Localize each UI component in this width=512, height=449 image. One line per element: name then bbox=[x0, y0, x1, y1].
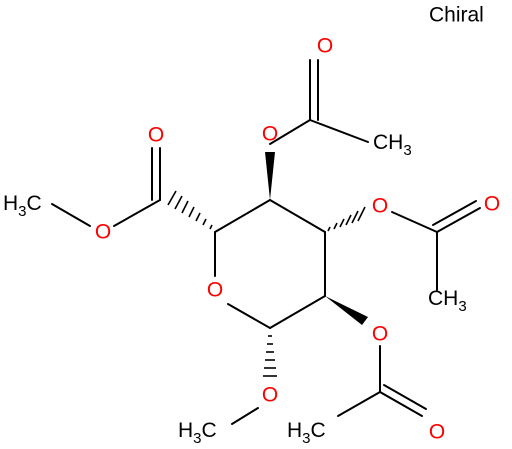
ester-single-oxygen: O bbox=[95, 221, 111, 244]
ring-oxygen: O bbox=[207, 279, 223, 302]
acetyl-top-methyl-label: CH3 bbox=[373, 131, 412, 159]
bond-acyl-top-ch3 bbox=[309, 119, 369, 143]
acetyl-mid-oxygen: O bbox=[484, 193, 500, 216]
atom-labels: O O O O O O O O O O H3C H3C CH3 CH3 H3C bbox=[3, 35, 500, 448]
hash-c1-o bbox=[263, 335, 277, 377]
bond-acyl-mid-co-a bbox=[436, 207, 481, 233]
bond-c4-c3 bbox=[269, 199, 326, 233]
acetyl-bottom-methyl-label: H3C bbox=[287, 419, 326, 447]
stereo-bonds bbox=[167, 152, 368, 377]
bond-o4-acyl bbox=[269, 119, 311, 145]
acetyl-mid-methyl-label: CH3 bbox=[428, 287, 467, 315]
bond-c2-c1 bbox=[269, 295, 326, 329]
bond-acyl-bottom-ch3 bbox=[337, 391, 381, 417]
c3-oxygen: O bbox=[372, 195, 388, 218]
chiral-label: Chiral bbox=[429, 4, 484, 27]
bond-c6-oester bbox=[113, 199, 161, 227]
bond-omethoxy-ch3 bbox=[231, 407, 259, 425]
c4-oxygen: O bbox=[262, 123, 278, 146]
bond-acyl-mid-co-b bbox=[432, 200, 477, 226]
methoxy-oxygen: O bbox=[262, 384, 278, 407]
bond-o3-acyl bbox=[391, 211, 438, 233]
hash-c3-o bbox=[327, 206, 366, 232]
bonds bbox=[51, 59, 481, 425]
methoxy-methyl-label: H3C bbox=[178, 419, 217, 447]
acetyl-bottom-oxygen: O bbox=[429, 421, 445, 444]
ester-carbonyl-oxygen: O bbox=[148, 124, 164, 147]
acetyl-top-oxygen: O bbox=[317, 35, 333, 58]
c2-oxygen: O bbox=[372, 323, 388, 346]
bond-c1-oring bbox=[227, 303, 271, 329]
hash-c5-c6 bbox=[167, 190, 213, 230]
ester-methyl-label: H3C bbox=[3, 192, 42, 220]
wedge-c2-o bbox=[325, 296, 368, 325]
bond-oester-ch3 bbox=[51, 203, 91, 227]
bond-c5-c4 bbox=[214, 199, 271, 233]
bond-acyl-bottom-co-a bbox=[379, 391, 423, 417]
bond-acyl-bottom-co-b bbox=[383, 384, 427, 410]
wedge-c4-o bbox=[265, 152, 275, 200]
